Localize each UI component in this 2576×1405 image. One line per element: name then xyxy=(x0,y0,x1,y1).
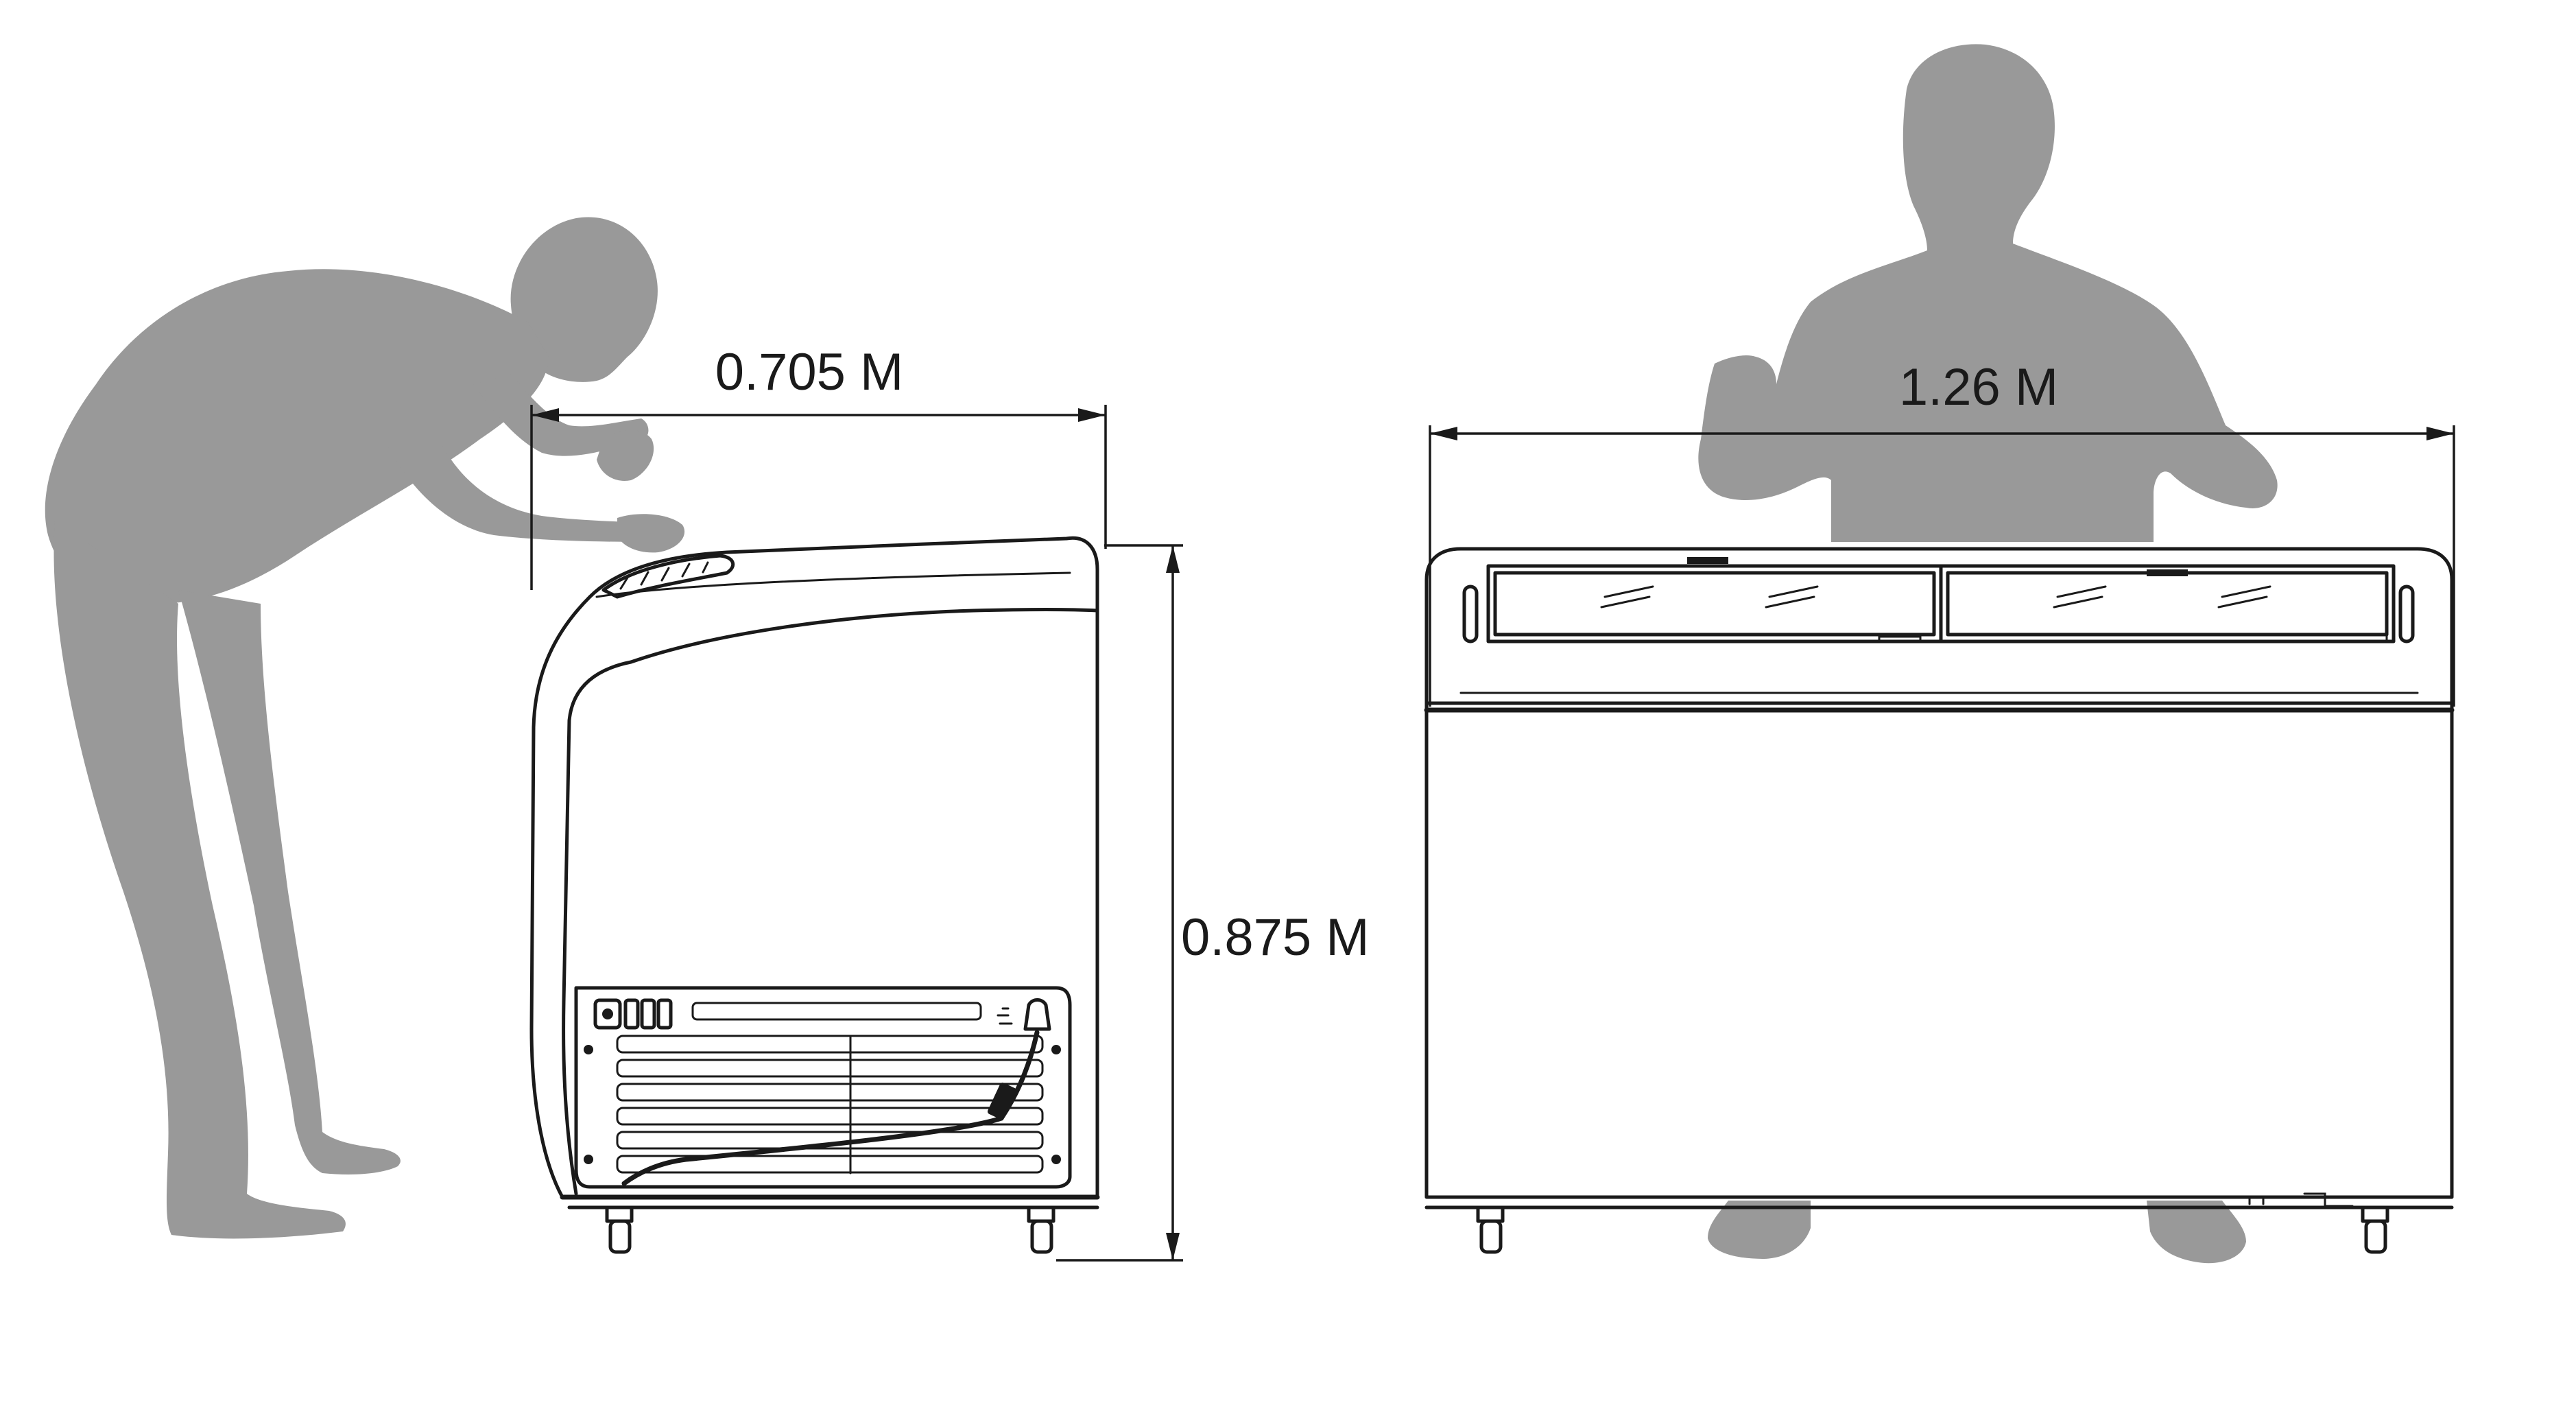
compressor-grille xyxy=(574,986,1072,1189)
side-caster-left xyxy=(605,1205,634,1254)
lid-handle xyxy=(601,554,735,599)
freezer-side-view xyxy=(529,536,1100,1254)
depth-dimension: 0.705 M xyxy=(530,343,1107,590)
width-label: 1.26 M xyxy=(1899,358,2058,416)
width-dimension: 1.26 M xyxy=(1429,358,2455,707)
front-caster-left xyxy=(1476,1205,1505,1254)
height-dimension: 0.875 M xyxy=(1056,544,1370,1262)
sliding-glass-lids xyxy=(1486,557,2396,644)
side-caster-right xyxy=(1027,1205,1056,1254)
depth-label: 0.705 M xyxy=(715,343,904,401)
front-caster-right xyxy=(2361,1205,2389,1254)
standing-person-silhouette xyxy=(1698,44,2278,1264)
bending-person-silhouette xyxy=(45,217,685,1239)
height-label: 0.875 M xyxy=(1181,908,1370,967)
freezer-front-view xyxy=(1424,547,2455,1254)
